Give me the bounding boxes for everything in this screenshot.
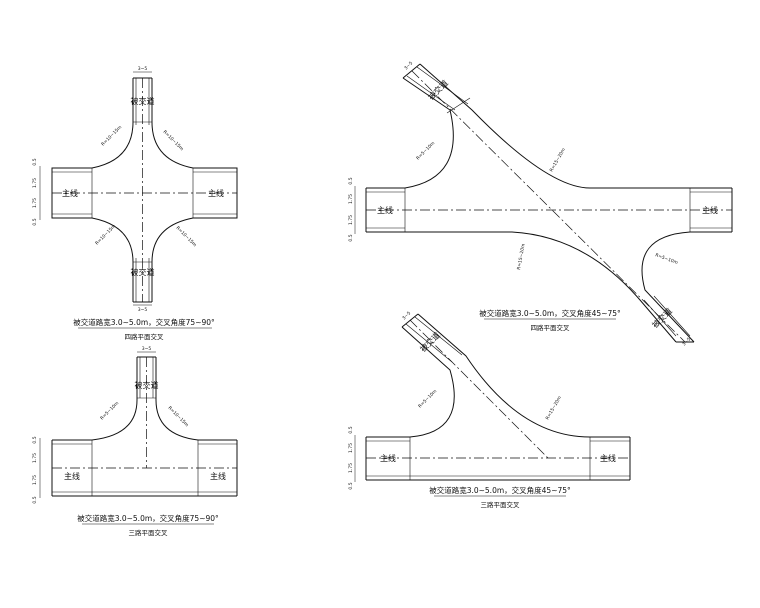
main-road-label: 主线 (64, 471, 80, 481)
road-edge (52, 357, 138, 441)
top-width-label: 3~5 (138, 66, 148, 72)
bottom-width-label: 3~5 (138, 307, 148, 313)
dim-label: 1.75 (348, 215, 354, 225)
centerline (409, 319, 549, 459)
subcaption: 三路平面交叉 (129, 528, 169, 537)
crossing-road-label: 被交道 (426, 78, 450, 102)
caption: 被交道路宽3.0~5.0m，交叉角度75~90° (73, 317, 215, 327)
radius-label: R=5~10m (99, 400, 120, 421)
caption: 被交道路宽3.0~5.0m，交叉角度75~90° (77, 513, 219, 523)
road-edge (366, 77, 454, 189)
bottom-width-label: 3~5 (681, 336, 692, 347)
road-edge (366, 326, 455, 438)
dim-label: 0.5 (348, 177, 354, 184)
dim-label: 1.75 (32, 178, 38, 188)
four-way-intersection-75-90: 3~5 3~5 0.5 1.75 1.75 0.5 R=10~15m R=10~… (32, 66, 238, 341)
dim-label: 1.75 (32, 198, 38, 208)
lane-line (643, 299, 677, 337)
radius-label: R=10~15m (94, 223, 117, 246)
road-edge (419, 63, 732, 189)
subcaption: 四路平面交叉 (531, 323, 571, 332)
road-edge (417, 313, 630, 438)
subcaption: 四路平面交叉 (125, 332, 165, 341)
radius-label: R=15~20m (516, 243, 527, 270)
road-end (401, 313, 419, 328)
stop-line (446, 97, 471, 114)
centerline (411, 70, 686, 343)
crossing-road-label: 被交道 (131, 96, 155, 106)
radius-label: R=5~10m (654, 252, 678, 266)
road-edge (155, 357, 237, 441)
dim-label: 1.75 (348, 443, 354, 453)
radius-label: R=15~20m (549, 147, 567, 173)
caption: 被交道路宽3.0~5.0m，交叉角度45~75° (479, 308, 621, 318)
subcaption: 三路平面交叉 (481, 500, 521, 509)
radius-label: R=10~15m (100, 124, 123, 147)
radius-label: R=5~10m (415, 140, 436, 161)
crossing-road-label: 被交道 (135, 380, 159, 390)
crossing-road-label: 被交道 (131, 267, 155, 277)
dim-label: 0.5 (348, 426, 354, 433)
radius-label: R=10~15m (167, 405, 190, 428)
dim-label: 0.5 (32, 436, 38, 443)
dim-label: 1.75 (348, 194, 354, 204)
dim-label: 0.5 (348, 234, 354, 241)
three-way-intersection-45-75: 0.5 1.75 1.75 0.5 3~5 R=5~10m R=15~20m 主… (348, 310, 631, 509)
radius-label: R=10~15m (175, 225, 198, 248)
main-road-label: 主线 (210, 471, 226, 481)
road-edge (366, 231, 677, 343)
main-road-label: 主线 (380, 453, 396, 463)
caption: 被交道路宽3.0~5.0m，交叉角度45~75° (429, 485, 571, 495)
three-way-intersection-75-90: 3~5 0.5 1.75 1.75 0.5 R=5~10m R=10~15m 主… (32, 346, 238, 537)
dim-label: 0.5 (32, 158, 38, 165)
lane-line (405, 323, 453, 363)
main-road-label: 主线 (702, 205, 718, 215)
top-width-label: 3~5 (401, 310, 412, 321)
dim-label: 0.5 (348, 482, 354, 489)
main-road-label: 主线 (600, 453, 616, 463)
road-edge (151, 78, 238, 302)
dim-label: 1.75 (32, 475, 38, 485)
radius-label: R=15~20m (545, 395, 563, 421)
top-width-label: 3~5 (142, 346, 152, 352)
lane-line (416, 66, 469, 105)
dim-label: 0.5 (32, 218, 38, 225)
main-road-label: 主线 (208, 188, 224, 198)
road-end (402, 63, 421, 79)
four-way-intersection-45-75: 0.5 1.75 1.75 0.5 3~5 3~5 R=5~10m R=15~2… (348, 60, 733, 347)
dim-label: 1.75 (348, 463, 354, 473)
main-road-label: 主线 (377, 205, 393, 215)
dim-label: 0.5 (32, 496, 38, 503)
top-width-label: 3~5 (403, 60, 414, 71)
lane-line (406, 75, 456, 111)
lane-line (653, 295, 691, 337)
lane-line (414, 316, 463, 356)
road-edge (641, 231, 732, 343)
radius-label: R=10~15m (162, 129, 185, 152)
main-road-label: 主线 (62, 188, 78, 198)
radius-label: R=5~10m (417, 388, 438, 409)
dim-label: 1.75 (32, 453, 38, 463)
